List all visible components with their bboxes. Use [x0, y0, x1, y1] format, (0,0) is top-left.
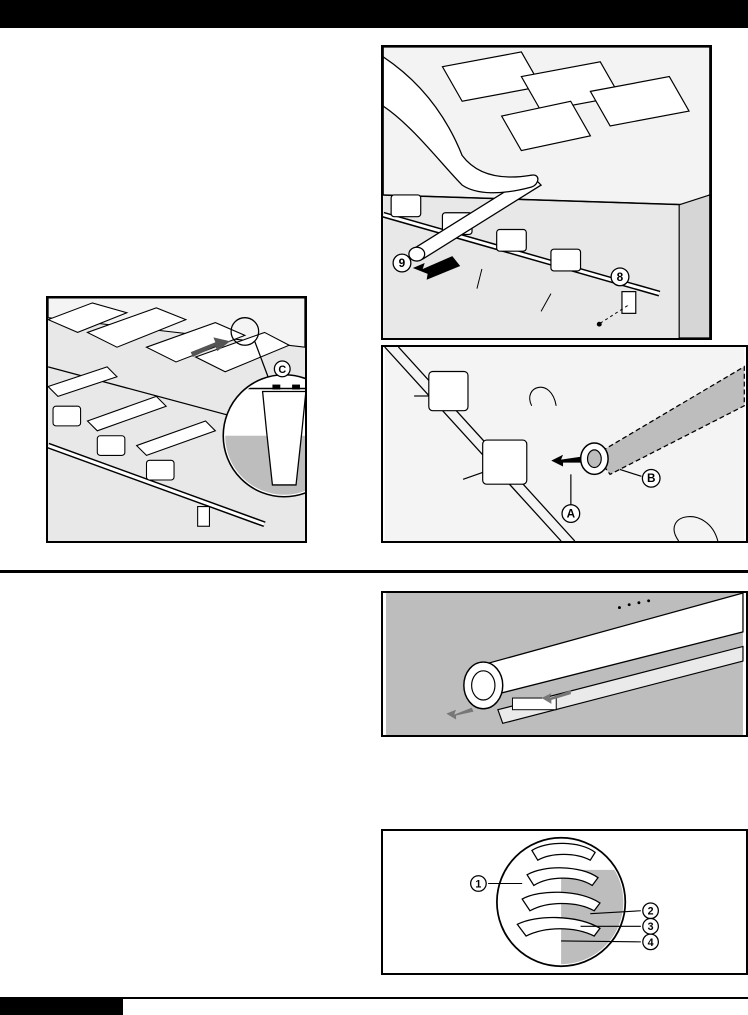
figure-burner-valve: A B [381, 345, 748, 543]
burner-cleaning-illustration [386, 593, 744, 735]
callout-9-label: 9 [399, 256, 406, 270]
figure-burner-cleaning [381, 591, 748, 737]
callout-2-label: 2 [648, 906, 654, 918]
callout-8-label: 8 [617, 270, 624, 284]
callout-4-label: 4 [648, 937, 654, 949]
heat-tent-illustration: C [48, 298, 305, 541]
footer-divider [0, 997, 748, 999]
figure-burner-removal: 9 8 [381, 45, 712, 340]
callout-a-label: A [567, 507, 576, 520]
callout-3-label: 3 [648, 921, 654, 933]
callout-b-label: B [647, 472, 656, 485]
burner-port-illustration: 1 2 3 4 [386, 831, 743, 973]
footer-tab [0, 999, 123, 1015]
callout-c-label: C [278, 364, 286, 376]
figure-heat-tent-detail: C [46, 296, 307, 543]
burner-removal-illustration: 9 8 [383, 47, 710, 338]
header-bar [0, 0, 748, 28]
burner-valve-illustration: A B [384, 347, 745, 541]
figure-burner-port-detail: 1 2 3 4 [381, 829, 748, 975]
callout-1-label: 1 [475, 878, 481, 890]
section-divider [0, 570, 748, 573]
